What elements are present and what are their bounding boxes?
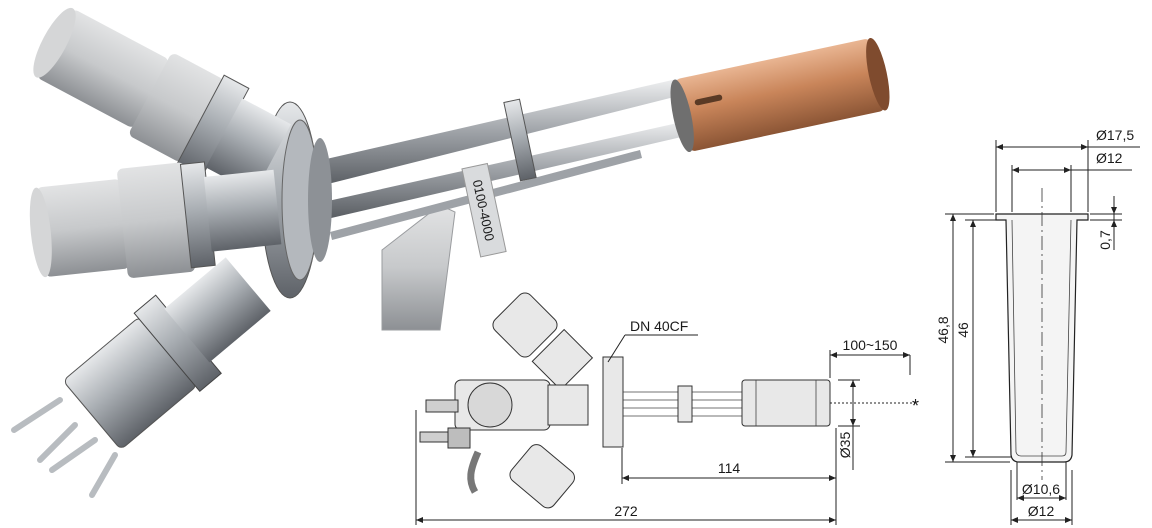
total-height: 46,8 bbox=[935, 316, 951, 343]
copper-heater bbox=[670, 37, 890, 153]
crucible-dimension-lines bbox=[945, 140, 1140, 525]
inner-height: 46 bbox=[955, 322, 971, 338]
evaporator-top bbox=[33, 7, 291, 194]
support-rods bbox=[300, 76, 703, 240]
drawing-evaporators bbox=[419, 292, 594, 509]
rod-clamp bbox=[503, 98, 537, 182]
bottom-outer-diameter: Ø12 bbox=[1028, 503, 1055, 519]
diameter-dimension: Ø35 bbox=[837, 432, 853, 459]
inner-top-diameter: Ø12 bbox=[1096, 150, 1123, 166]
total-length-dimension: 272 bbox=[614, 503, 638, 519]
drawing-heater bbox=[741, 379, 831, 427]
cf-flange-photo bbox=[261, 101, 332, 299]
front-length-dimension: 114 bbox=[718, 460, 741, 476]
evaporator-bottom bbox=[64, 257, 271, 448]
source-photo: 0100-4000 bbox=[11, 7, 890, 498]
flange-label: DN 40CF bbox=[630, 318, 688, 334]
drawing-rod-clamp bbox=[677, 385, 693, 423]
side-view-drawing: DN 40CF 100~150 * 114 272 Ø35 bbox=[415, 292, 919, 525]
bottom-inner-diameter: Ø10,6 bbox=[1022, 481, 1060, 497]
crucible-arrowheads bbox=[950, 144, 1117, 523]
drawing-flange bbox=[602, 356, 624, 448]
star-marker: * bbox=[912, 396, 919, 416]
crucible-drawing: Ø17,5 Ø12 0,7 46,8 46 Ø10,6 Ø12 bbox=[935, 127, 1140, 525]
drawing-dimension-lines bbox=[415, 334, 915, 525]
lip-thickness: 0,7 bbox=[1097, 230, 1113, 250]
drawing-arrowheads bbox=[416, 352, 910, 523]
drawing-cable bbox=[467, 450, 482, 494]
outer-top-diameter: Ø17,5 bbox=[1096, 127, 1134, 143]
feedthrough-pins bbox=[11, 397, 118, 498]
evaporator-middle bbox=[29, 161, 282, 278]
stroke-dimension: 100~150 bbox=[843, 337, 898, 353]
